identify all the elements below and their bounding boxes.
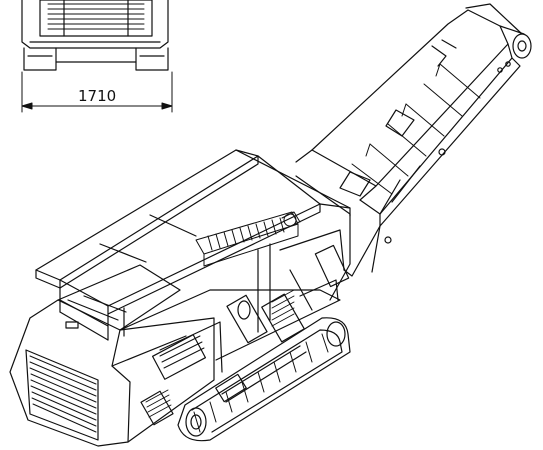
side-frame: [279, 175, 351, 311]
conveyor-belt: [295, 3, 532, 277]
chassis-frame: [119, 279, 341, 380]
crawler-track: [177, 317, 351, 442]
dimension-label: 1710: [78, 87, 116, 105]
crusher-isometric: [9, 3, 532, 447]
dimension-line: [21, 71, 173, 113]
rotor-teeth: [195, 211, 301, 267]
front-view: [21, 0, 169, 71]
engine-housing: [9, 264, 305, 447]
hopper-deck: [35, 149, 351, 341]
